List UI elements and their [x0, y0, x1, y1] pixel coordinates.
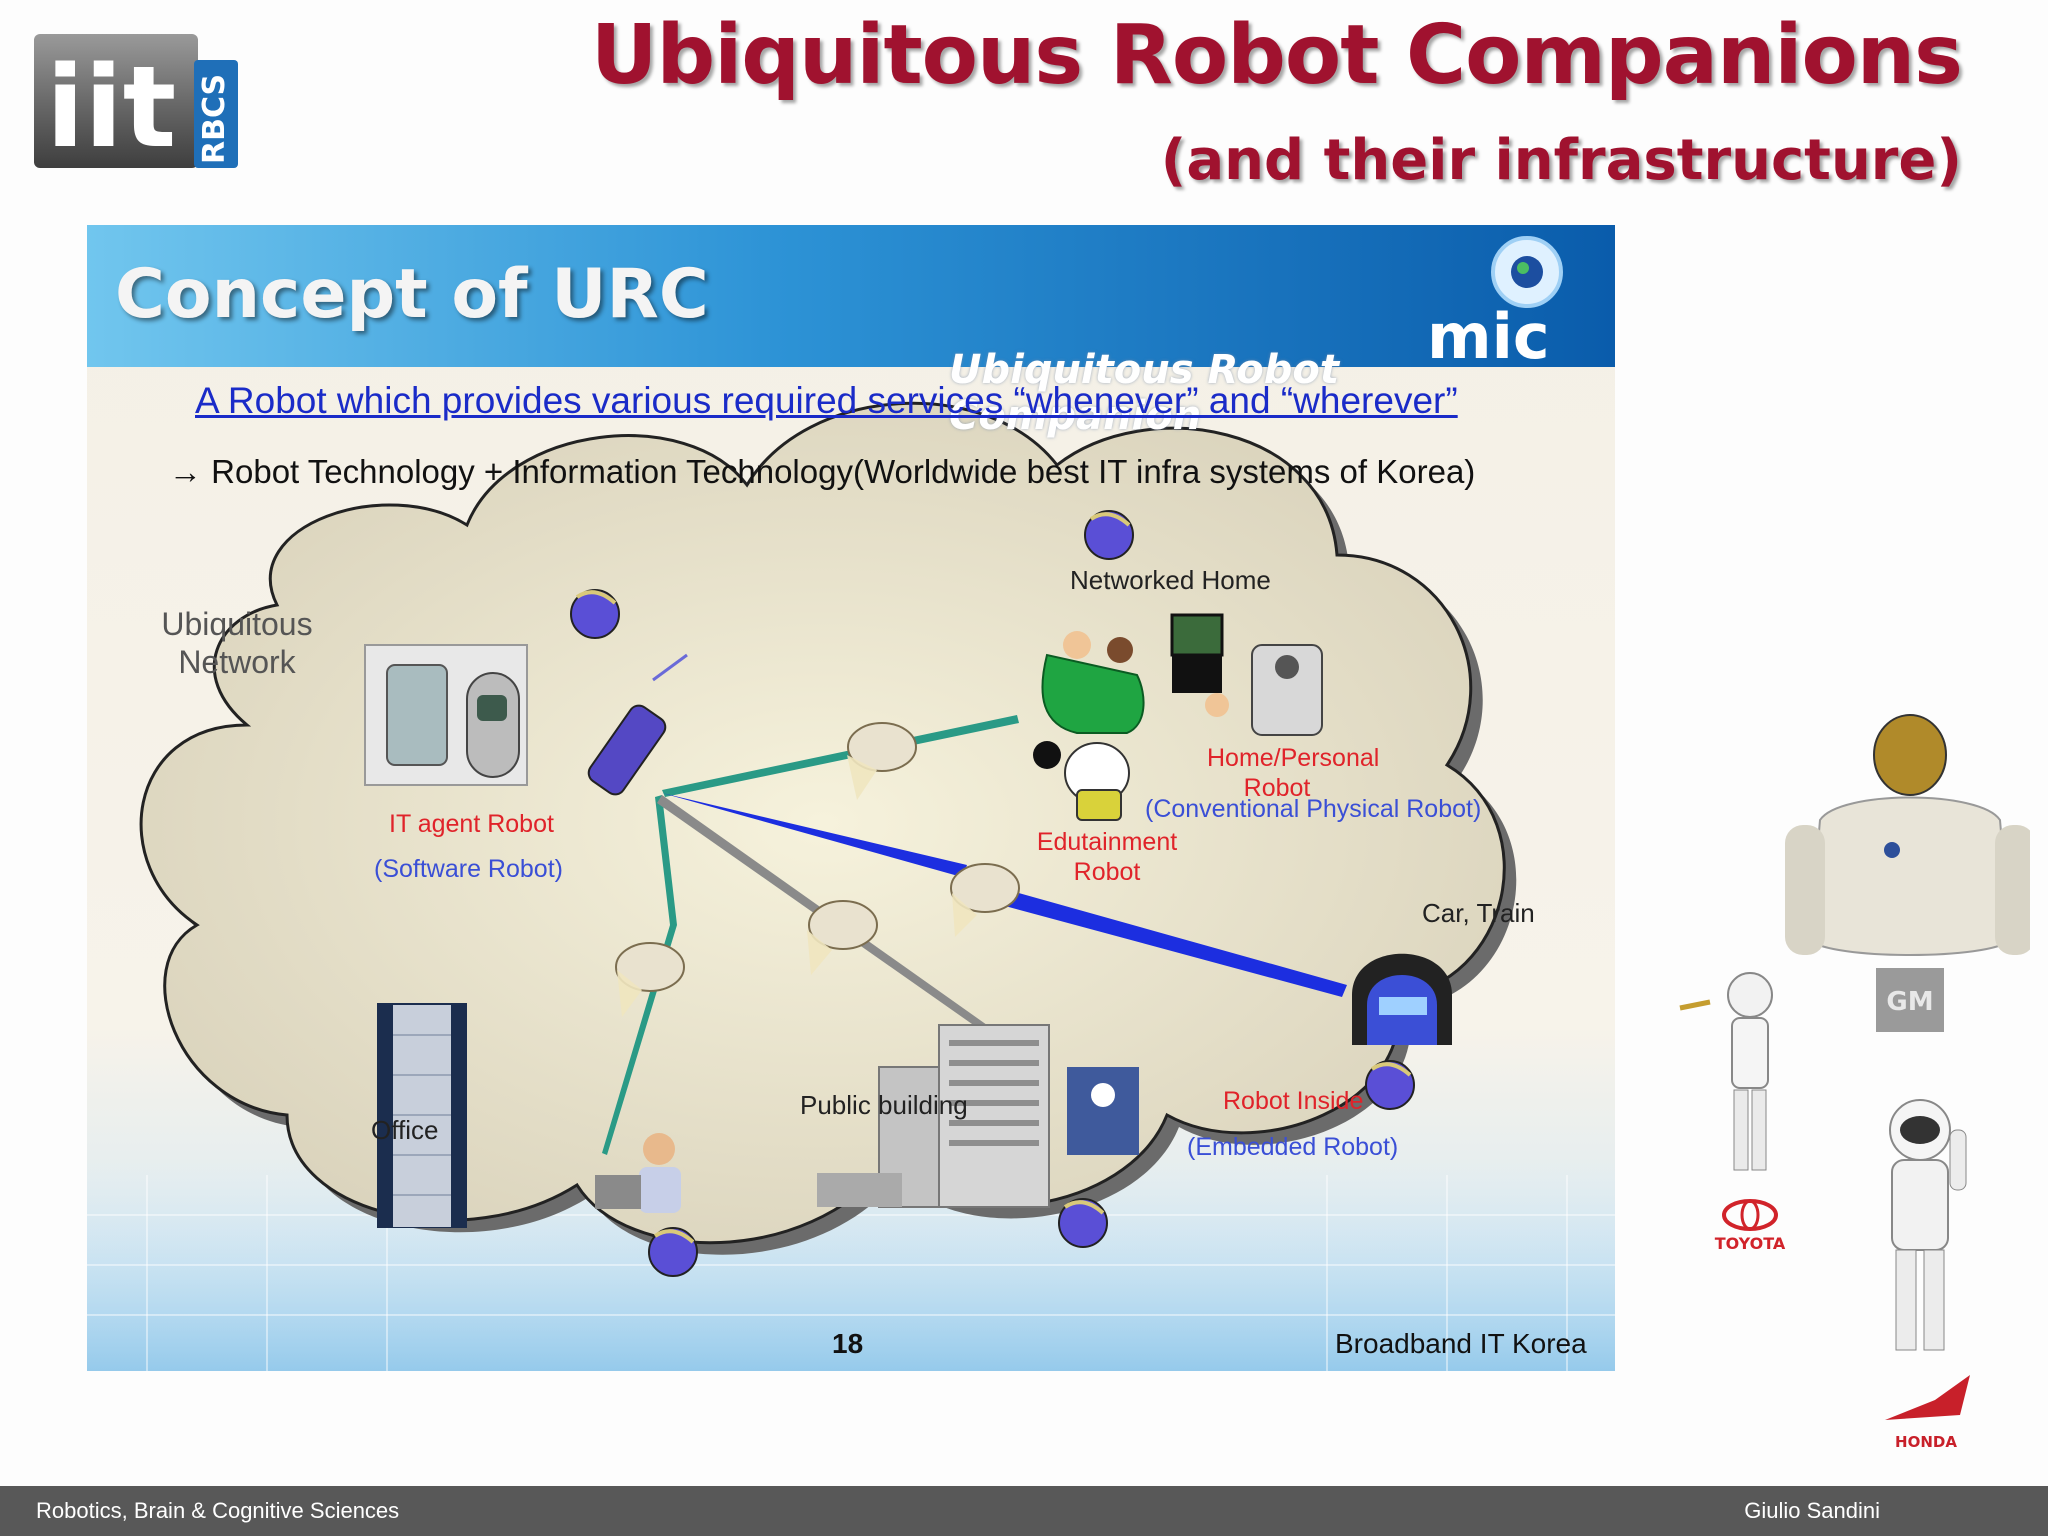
office-worker: [595, 1133, 681, 1213]
label-networked-home: Networked Home: [1070, 565, 1271, 595]
overlay-urc-text: Ubiquitous Robot Companion: [949, 347, 1339, 439]
slide-title: Concept of URC: [115, 255, 709, 334]
label-conventional-robot: (Conventional Physical Robot): [1145, 795, 1482, 823]
slide-source: Broadband IT Korea: [1335, 1328, 1587, 1359]
svg-text:GM: GM: [1886, 987, 1933, 1017]
asimo-robot: [1889, 1099, 1967, 1351]
train-tunnel: [1352, 953, 1452, 1045]
mic-logo: mic: [1427, 236, 1563, 365]
slide-subheading: → Robot Technology + Information Technol…: [169, 453, 1476, 490]
pda-photo: [364, 644, 528, 786]
honda-logo: HONDA: [1885, 1375, 1970, 1451]
label-software-robot: (Software Robot): [374, 855, 563, 883]
toyota-logo: TOYOTA: [1715, 1199, 1786, 1253]
label-it-agent-robot: IT agent Robot: [389, 810, 554, 838]
edutainment-robot-figure: [1033, 741, 1130, 821]
label-robot-inside: Robot Inside: [1223, 1087, 1364, 1115]
footer-department: Robotics, Brain & Cognitive Sciences: [36, 1498, 400, 1523]
page-title: Ubiquitous Robot Companions: [590, 8, 1963, 103]
slide-header-bar: [87, 225, 1615, 367]
label-home-personal-robot: Home/Personal Robot: [1207, 744, 1380, 802]
footer-author: Giulio Sandini: [1744, 1498, 1880, 1523]
label-car-train: Car, Train: [1422, 898, 1535, 928]
urc-concept-slide: Concept of URC mic Ubiquitous Robot Comp…: [87, 225, 1615, 1371]
humanoid-robots-images: GM TOYOTA HONDA: [1679, 714, 2030, 1451]
office-tower: [377, 1003, 467, 1228]
svg-text:RBCS: RBCS: [197, 74, 232, 164]
svg-text:HONDA: HONDA: [1895, 1433, 1957, 1451]
label-ubiquitous-network: Ubiquitous Network: [161, 606, 313, 680]
brain-flags: [617, 755, 977, 1017]
slide-tagline: A Robot which provides various required …: [195, 380, 1458, 421]
footer-bar: [0, 1486, 2048, 1536]
iit-rbcs-logo: iit RBCS: [34, 34, 238, 170]
slide-page-number: 18: [832, 1328, 864, 1359]
toyota-robot: [1679, 972, 1773, 1171]
phone-device-icon: [587, 653, 688, 796]
gm-logo: GM: [1876, 968, 1944, 1032]
ubiquitous-network-cloud: [139, 401, 1506, 1245]
page-subtitle: (and their infrastructure): [1160, 128, 1962, 193]
label-public-building: Public building: [800, 1090, 968, 1120]
svg-text:iit: iit: [46, 43, 176, 170]
urc-network-diagram: [87, 401, 1615, 1371]
robonaut-robot: [1785, 714, 2030, 956]
brain-icons: [615, 722, 1020, 992]
public-building: [817, 1024, 1139, 1208]
label-embedded-robot: (Embedded Robot): [1187, 1133, 1399, 1161]
label-edutainment-robot: Edutainment Robot: [1036, 828, 1178, 886]
networked-home-scene: [1041, 613, 1323, 736]
globe-node-icons: [570, 510, 1415, 1277]
svg-text:mic: mic: [1427, 300, 1550, 365]
svg-text:TOYOTA: TOYOTA: [1715, 1234, 1786, 1253]
label-office: Office: [371, 1115, 439, 1145]
